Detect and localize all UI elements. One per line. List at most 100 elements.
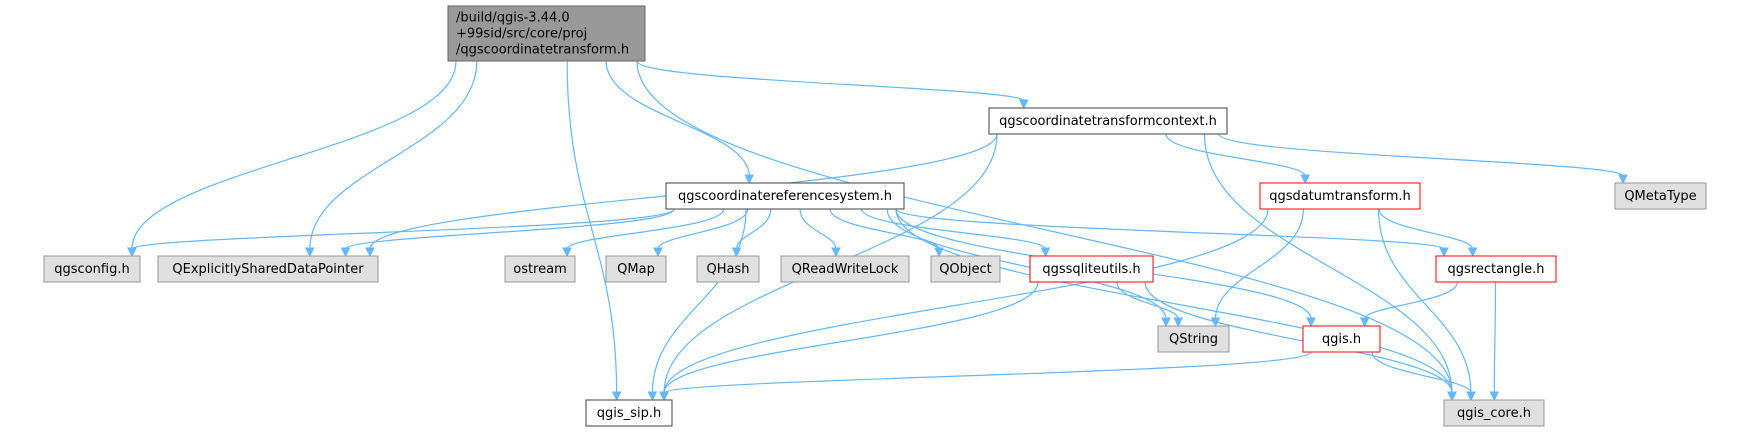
node-ctx[interactable]: qgscoordinatetransformcontext.h [988, 107, 1228, 135]
node-datum-box [1259, 182, 1421, 210]
node-qmap-box [605, 255, 667, 283]
node-crs-label-line-0: qgscoordinatereferencesystem.h [678, 189, 892, 204]
edge-qgis-to-sip [663, 351, 1312, 394]
node-qesdp-box [157, 255, 379, 283]
arrowhead-root-to-crs [744, 174, 755, 185]
arrowhead-root-to-qesdp [304, 247, 315, 258]
node-ostream[interactable]: ostream [504, 255, 576, 283]
node-rect-label-line-0: qgsrectangle.h [1447, 262, 1544, 277]
node-ostream-box [504, 255, 576, 283]
arrowhead-ctx-to-datum [1300, 174, 1311, 185]
edge-sqlite-to-core [1144, 281, 1453, 394]
node-qhash-label-line-0: QHash [707, 262, 750, 277]
arrowhead-sqlite-to-qstring [1173, 317, 1184, 328]
edge-root-to-core [636, 60, 1453, 394]
node-root[interactable]: /build/qgis-3.44.0+99sid/src/core/proj/q… [447, 5, 646, 62]
node-core-box [1443, 399, 1545, 427]
node-qmeta[interactable]: QMetaType [1614, 182, 1707, 210]
edge-crs-to-qhash [735, 208, 772, 250]
edge-crs-to-config [131, 208, 675, 250]
edge-crs-to-qstring [886, 208, 1167, 320]
arrowhead-ctx-to-qmeta [1618, 174, 1628, 185]
arrowhead-root-to-sip [611, 391, 622, 402]
node-root-label-line-2: /qgscoordinatetransform.h [456, 43, 629, 58]
node-qrwl[interactable]: QReadWriteLock [780, 255, 910, 283]
arrowhead-datum-to-rect [1467, 247, 1478, 258]
edge-datum-to-rect [1378, 208, 1474, 250]
edge-root-to-crs [605, 60, 750, 177]
edge-rect-to-core [1493, 281, 1497, 394]
node-qobject-box [930, 255, 1001, 283]
node-sqlite-label-line-0: qgssqliteutils.h [1042, 262, 1140, 277]
node-qstring-label-line-0: QString [1169, 332, 1218, 347]
edge-ctx-to-datum [1165, 133, 1306, 177]
node-qrwl-label-line-0: QReadWriteLock [792, 262, 899, 277]
arrowhead-crs-to-rect [1439, 247, 1449, 258]
edge-root-to-qesdp [309, 60, 478, 250]
arrowhead-root-to-ctx [1018, 99, 1029, 110]
arrowhead-crs-to-qrwl [831, 247, 841, 258]
edge-root-to-sip [566, 60, 618, 394]
edge-crs-to-sqlite [861, 208, 1047, 250]
node-root-label-line-0: /build/qgis-3.44.0 [456, 11, 570, 26]
node-sqlite[interactable]: qgssqliteutils.h [1029, 255, 1154, 283]
edge-qgis-to-core [1371, 351, 1472, 394]
node-qmeta-label-line-0: QMetaType [1624, 189, 1696, 204]
arrowhead-sqlite-to-core [1447, 391, 1457, 402]
edge-crs-to-core [895, 208, 1453, 394]
edge-datum-to-sip [663, 208, 1269, 394]
edge-rect-to-qgis [1364, 281, 1458, 320]
node-qgis[interactable]: qgis.h [1302, 325, 1381, 353]
node-config-label-line-0: qgsconfig.h [54, 262, 129, 277]
node-qobject-label-line-0: QObject [939, 262, 992, 277]
node-datum[interactable]: qgsdatumtransform.h [1259, 182, 1421, 210]
arrowhead-crs-to-ostream [562, 247, 572, 258]
arrowhead-rect-to-qgis [1359, 317, 1370, 328]
arrowhead-rect-to-core [1489, 391, 1500, 402]
arrowhead-crs-to-qesdp [340, 247, 351, 258]
node-qstring-box [1157, 325, 1230, 353]
node-qesdp[interactable]: QExplicitlySharedDataPointer [157, 255, 379, 283]
edge-datum-to-core [1377, 208, 1472, 394]
arrowhead-crs-to-config [127, 247, 137, 258]
node-qstring[interactable]: QString [1157, 325, 1230, 353]
node-qhash[interactable]: QHash [696, 255, 760, 283]
arrowhead-crs-to-qstring [1161, 317, 1171, 328]
edges-layer [127, 60, 1628, 402]
node-qgis-box [1302, 325, 1381, 353]
edge-crs-to-qmap [657, 208, 749, 250]
node-qobject[interactable]: QObject [930, 255, 1001, 283]
node-ostream-label-line-0: ostream [513, 262, 567, 277]
node-sip-label-line-0: qgis_sip.h [597, 406, 661, 421]
node-core[interactable]: qgis_core.h [1443, 399, 1545, 427]
node-qmap-label-line-0: QMap [617, 262, 655, 277]
nodes-layer: /build/qgis-3.44.0+99sid/src/core/proj/q… [43, 5, 1707, 427]
node-config-box [43, 255, 141, 283]
edge-ctx-to-qmeta [1218, 133, 1624, 177]
node-rect-box [1435, 255, 1557, 283]
node-qrwl-box [780, 255, 910, 283]
node-qgis-label-line-0: qgis.h [1322, 332, 1361, 347]
edge-datum-to-qstring [1214, 208, 1304, 320]
node-crs[interactable]: qgscoordinatereferencesystem.h [665, 182, 905, 210]
arrowhead-qgis-to-sip [659, 391, 669, 402]
node-root-box [447, 5, 646, 62]
edge-root-to-config [131, 60, 457, 250]
node-config[interactable]: qgsconfig.h [43, 255, 141, 283]
node-qesdp-label-line-0: QExplicitlySharedDataPointer [172, 262, 364, 277]
node-sip-box [585, 399, 673, 427]
node-ctx-label-line-0: qgscoordinatetransformcontext.h [999, 114, 1217, 129]
arrowhead-qgis-to-core [1466, 391, 1476, 402]
node-ctx-box [988, 107, 1228, 135]
node-sip[interactable]: qgis_sip.h [585, 399, 673, 427]
arrowhead-ctx-to-qesdp [365, 247, 375, 258]
edge-sqlite-to-qstring [1116, 281, 1179, 320]
edge-crs-to-qrwl [799, 208, 837, 250]
node-datum-label-line-0: qgsdatumtransform.h [1269, 189, 1411, 204]
node-qmap[interactable]: QMap [605, 255, 667, 283]
node-rect[interactable]: qgsrectangle.h [1435, 255, 1557, 283]
node-root-label-line-1: +99sid/src/core/proj [456, 27, 587, 42]
edge-sqlite-to-sip [663, 281, 1039, 394]
node-qmeta-box [1614, 182, 1707, 210]
